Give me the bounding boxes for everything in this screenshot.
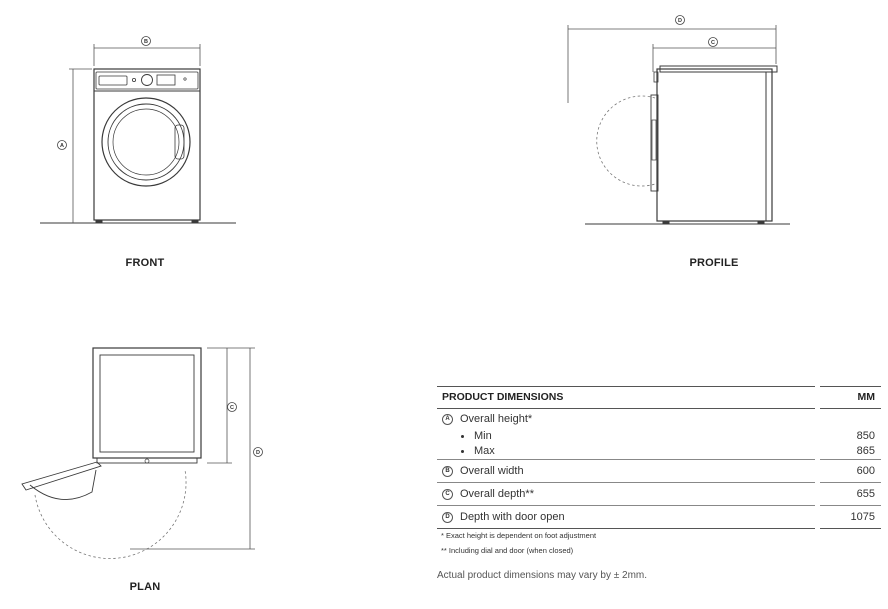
profile-dimensions [567,25,777,103]
row-value: 1075 [850,511,875,523]
profile-view [585,65,790,225]
footnote-depth: ** Including dial and door (when closed) [441,546,574,555]
marker-d-plan-text: D [256,450,260,456]
footnote-height: * Exact height is dependent on foot adju… [441,531,597,540]
table-header-unit: MM [857,391,876,403]
marker-a: A [442,413,453,425]
subrow-value: 865 [856,445,875,457]
marker-d-profile-text: D [678,18,682,24]
profile-view-label: PROFILE [689,257,739,269]
subrow-label: Min [474,430,492,442]
subrow-value: 850 [856,430,875,442]
marker-c-profile-text: C [711,40,715,46]
table-row-overall-height: A Overall height* [437,409,881,429]
disclaimer-text: Actual product dimensions may vary by ± … [437,570,648,581]
marker-d: D [442,511,453,523]
table-row-overall-width: B Overall width 600 [437,460,881,482]
row-label: Depth with door open [460,511,565,523]
plan-dimensions [130,347,255,550]
plan-view-label: PLAN [129,581,161,593]
plan-view [21,347,202,500]
table-header: PRODUCT DIMENSIONS MM [437,386,881,408]
row-label: Overall height* [460,413,533,425]
front-view [40,68,236,224]
row-value: 600 [856,465,875,477]
row-label: Overall width [460,465,524,477]
row-label: Overall depth** [460,488,534,500]
marker-a-front [57,140,67,150]
plan-door-swing [34,469,187,559]
front-view-label: FRONT [125,257,165,269]
marker-c: C [442,488,453,500]
marker-b-front [141,36,151,46]
table-subrow-max: Max 865 [437,443,881,459]
table-row-depth-door-open: D Depth with door open 1075 [437,506,881,528]
table-subrow-min: Min 850 [437,429,881,443]
marker-c-profile [708,37,718,47]
bullet-icon [461,449,464,453]
row-value: 655 [856,488,875,500]
marker-b: B [442,465,453,477]
bullet-icon [461,434,464,438]
subrow-label: Max [474,445,495,457]
front-dimensions [69,44,201,223]
marker-c-plan-text: C [230,405,234,411]
marker-d-profile [675,15,685,25]
dimension-markers [57,15,718,457]
product-dimensions-table: PRODUCT DIMENSIONS MM A Overall height* M… [437,386,881,529]
table-row-overall-depth: C Overall depth** 655 [437,483,881,505]
marker-d-plan [253,447,263,457]
table-header-title: PRODUCT DIMENSIONS [442,391,564,403]
profile-door-swing [596,95,656,187]
marker-a-front-text: A [60,143,64,149]
marker-b-front-text: B [144,39,148,45]
marker-c-plan [227,402,237,412]
